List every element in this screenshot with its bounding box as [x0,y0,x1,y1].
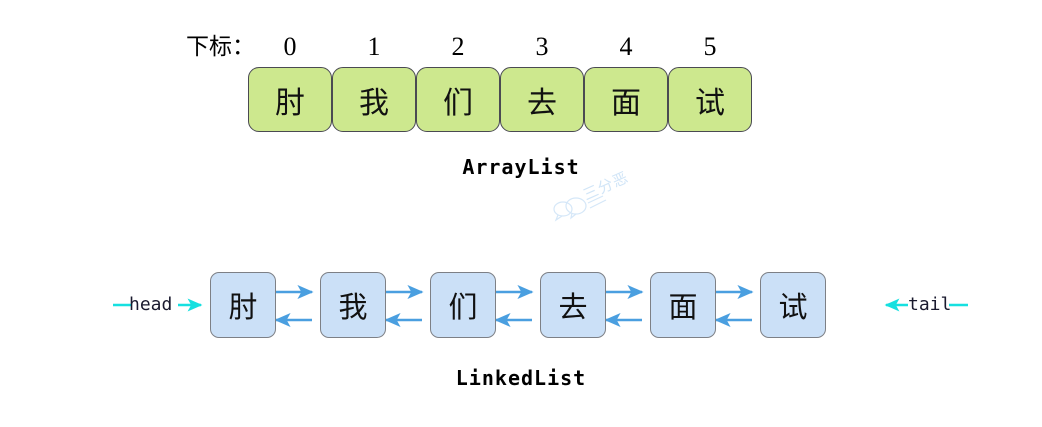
array-index-4: 4 [619,32,633,61]
array-index-3: 3 [535,32,549,61]
array-index-caption: 下标： [186,34,255,59]
array-list-caption: ArrayList [462,155,580,179]
linked-node-3: 去 [540,272,606,338]
linked-node-0: 肘 [210,272,276,338]
array-cell-4: 面 [584,67,668,132]
array-cell-3: 去 [500,67,584,132]
linked-node-2: 们 [430,272,496,338]
linked-node-5: 试 [760,272,826,338]
array-index-0: 0 [283,32,297,61]
array-index-5: 5 [703,32,717,61]
array-cell-2: 们 [416,67,500,132]
linked-node-4: 面 [650,272,716,338]
array-cell-1: 我 [332,67,416,132]
tail-label: tail [908,294,952,315]
head-label: head [129,294,173,315]
linked-list-caption: LinkedList [455,366,587,390]
watermark-bubbles-icon [553,195,607,222]
linked-node-1: 我 [320,272,386,338]
array-cell-0: 肘 [248,67,332,132]
array-index-1: 1 [367,32,381,61]
array-index-2: 2 [451,32,465,61]
array-cell-5: 试 [668,67,752,132]
